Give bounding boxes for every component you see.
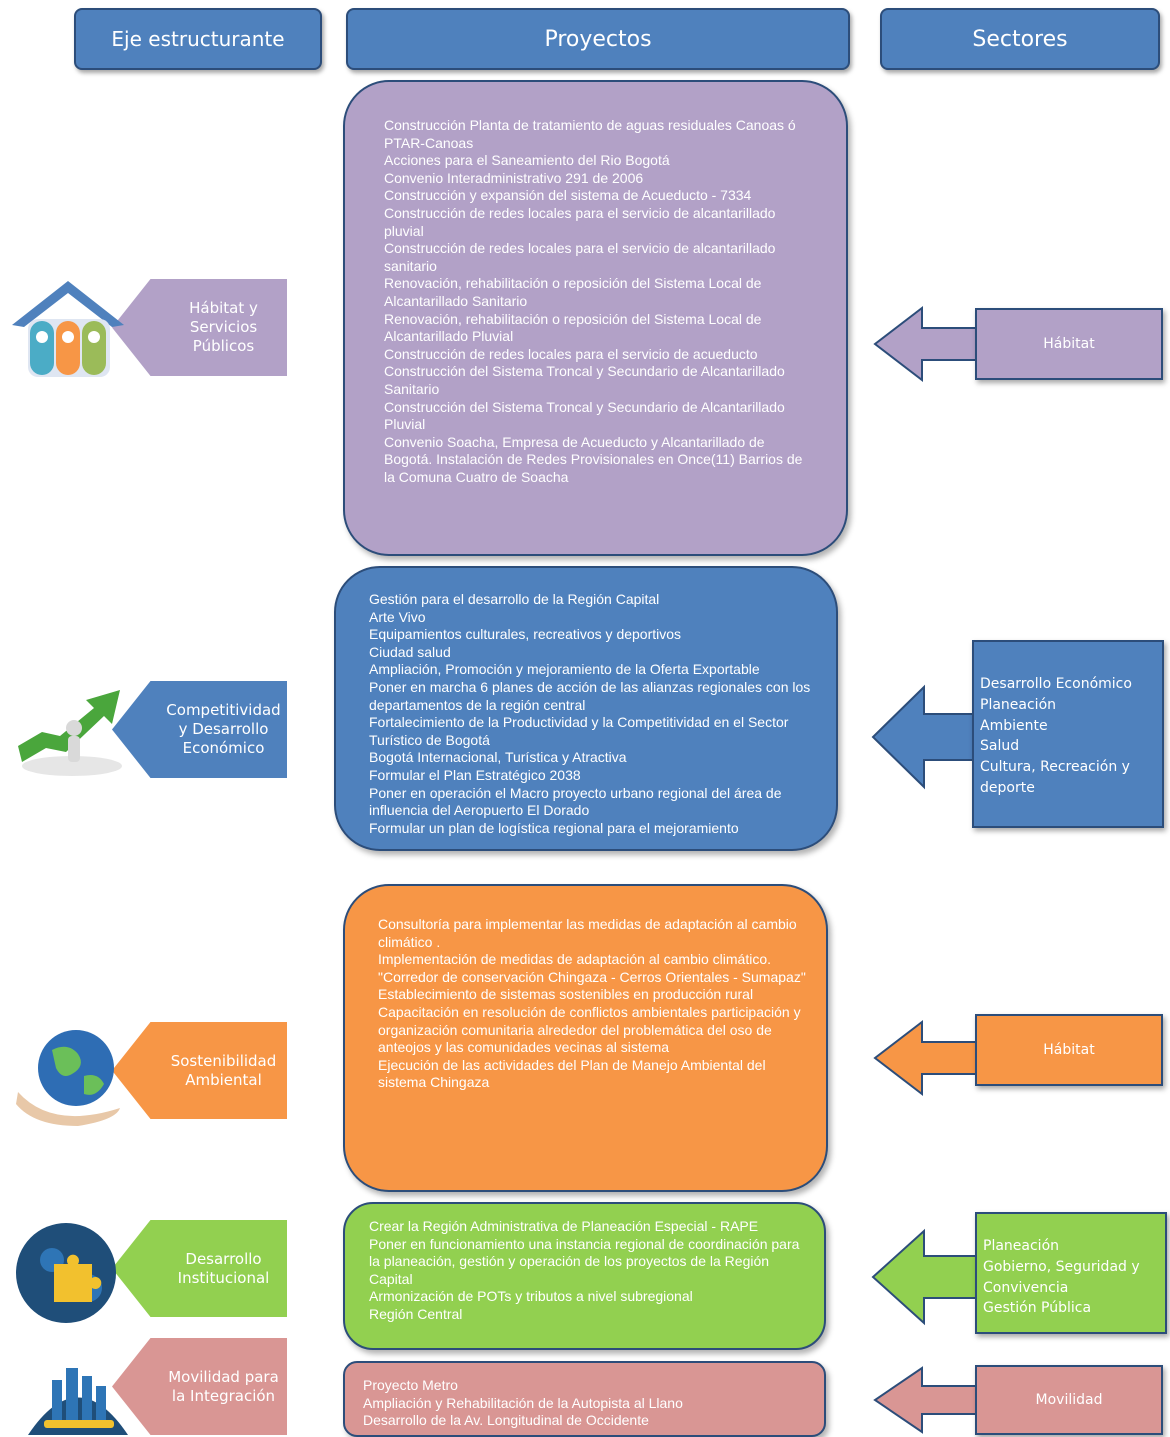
project-item: Formular el Plan Estratégico 2038 xyxy=(369,766,581,783)
project-item: Gestión para el desarrollo de la Región … xyxy=(369,591,660,607)
axis-tab-sostenibilidad xyxy=(112,1022,287,1119)
globe-in-hands-icon xyxy=(16,1030,120,1126)
sector-item: Gobierno, Seguridad y Convivencia xyxy=(983,1258,1140,1296)
header-proyectos: Proyectos xyxy=(346,8,850,70)
axis-tab-competitividad xyxy=(112,681,287,778)
arrow-left-movilidad xyxy=(873,1366,979,1434)
project-item: Ciudad salud xyxy=(369,643,451,660)
sector-list-institucional: Planeación Gobierno, Seguridad y Convive… xyxy=(983,1236,1161,1319)
projects-list-sostenibilidad: Consultoría para implementar las medidas… xyxy=(378,916,806,1092)
project-item: Fortalecimiento de la Productividad y la… xyxy=(369,714,789,748)
arrow-left-habitat xyxy=(873,305,979,383)
axis-label-institucional: Desarrollo Institucional xyxy=(177,1249,270,1287)
project-item: Construcción y expansión del sistema de … xyxy=(384,187,752,204)
arrow-left-competitividad xyxy=(871,684,977,790)
project-item: Construcción de redes locales para el se… xyxy=(384,204,776,239)
project-item: Convenio Soacha, Empresa de Acueducto y … xyxy=(384,433,803,485)
project-item: Arte Vivo xyxy=(369,608,426,625)
project-item: Construcción de redes locales para el se… xyxy=(384,240,776,274)
projects-box-competitividad: Gestión para el desarrollo de la Región … xyxy=(334,566,838,851)
projects-box-sostenibilidad: Consultoría para implementar las medidas… xyxy=(343,884,828,1192)
sector-box-institucional: Planeación Gobierno, Seguridad y Convive… xyxy=(975,1212,1167,1334)
sector-box-sostenibilidad: Hábitat xyxy=(975,1014,1163,1086)
project-item: Establecimiento de sistemas sostenibles … xyxy=(378,986,754,1003)
sector-item: Planeación xyxy=(980,696,1057,713)
project-item: Consultoría para implementar las medidas… xyxy=(378,916,797,950)
project-item: Proyecto Metro xyxy=(363,1377,458,1393)
puzzle-piece-icon xyxy=(16,1223,116,1323)
axis-label-habitat: Hábitat y Servicios Públicos xyxy=(189,299,258,355)
projects-box-institucional: Crear la Región Administrativa de Planea… xyxy=(343,1202,826,1350)
project-item: Ampliación, Promoción y mejoramiento de … xyxy=(369,661,760,678)
sector-item: Ambiente xyxy=(980,717,1048,734)
projects-box-habitat: Construcción Planta de tratamiento de ag… xyxy=(343,80,848,556)
header-eje-estructurante: Eje estructurante xyxy=(74,8,322,70)
axis-label-movilidad: Movilidad para la Integración xyxy=(168,1367,279,1405)
sector-item: Hábitat xyxy=(1043,1042,1095,1058)
project-item: Ejecución de las actividades del Plan de… xyxy=(378,1056,766,1091)
projects-list-competitividad: Gestión para el desarrollo de la Región … xyxy=(369,591,816,837)
project-item: Poner en marcha 6 planes de acción de la… xyxy=(369,678,811,713)
project-item: Bogotá Internacional, Turística y Atract… xyxy=(369,749,627,766)
axis-label-competitividad: Competitividad y Desarrollo Económico xyxy=(166,701,281,757)
project-item: Convenio Interadministrativo 291 de 2006 xyxy=(384,169,644,186)
project-item: Poner en funcionamiento una instancia re… xyxy=(369,1235,800,1287)
projects-list-movilidad: Proyecto Metro Ampliación y Rehabilitaci… xyxy=(363,1377,804,1430)
sector-item: Hábitat xyxy=(1043,336,1095,352)
sector-item: Movilidad xyxy=(1035,1392,1103,1408)
project-item: Región Central xyxy=(369,1305,463,1322)
axis-tab-movilidad xyxy=(112,1338,287,1435)
city-transit-icon xyxy=(28,1368,128,1435)
project-item: Desarrollo de la Av. Longitudinal de Occ… xyxy=(363,1412,649,1429)
project-item: "Corredor de conservación Chingaza - Cer… xyxy=(378,968,806,985)
project-item: Crear la Región Administrativa de Planea… xyxy=(369,1218,759,1234)
axis-tab-institucional xyxy=(112,1220,287,1317)
project-item: Renovación, rehabilitación o reposición … xyxy=(384,275,762,309)
sector-item: Salud xyxy=(980,738,1020,755)
project-item: Formular un plan de logística regional p… xyxy=(369,819,739,836)
projects-list-habitat: Construcción Planta de tratamiento de ag… xyxy=(384,117,816,486)
project-item: Poner en operación el Macro proyecto urb… xyxy=(369,784,782,819)
sector-item: Desarrollo Económico xyxy=(980,676,1132,692)
project-item: Armonización de POTs y tributos a nivel … xyxy=(369,1288,693,1305)
project-item: Construcción de redes locales para el se… xyxy=(384,345,758,362)
sector-box-habitat: Hábitat xyxy=(975,308,1163,380)
header-eje-label: Eje estructurante xyxy=(111,27,285,51)
projects-list-institucional: Crear la Región Administrativa de Planea… xyxy=(369,1218,804,1324)
arrow-left-sostenibilidad xyxy=(873,1019,979,1097)
header-proyectos-label: Proyectos xyxy=(544,26,652,52)
project-item: Implementación de medidas de adaptación … xyxy=(378,951,771,968)
project-item: Construcción del Sistema Troncal y Secun… xyxy=(384,363,785,397)
sector-item: Planeación xyxy=(983,1238,1060,1254)
project-item: Capacitación en resolución de conflictos… xyxy=(378,1003,801,1056)
sector-item: Cultura, Recreación y deporte xyxy=(980,759,1130,796)
arrow-left-institucional xyxy=(871,1228,977,1326)
project-item: Acciones para el Saneamiento del Rio Bog… xyxy=(384,152,670,169)
sector-list-competitividad: Desarrollo Económico Planeación Ambiente… xyxy=(980,674,1158,799)
project-item: Equipamientos culturales, recreativos y … xyxy=(369,626,682,643)
house-family-icon xyxy=(12,281,124,377)
header-sectores-label: Sectores xyxy=(972,26,1068,52)
growth-arrow-figure-icon xyxy=(18,690,122,776)
project-item: Construcción Planta de tratamiento de ag… xyxy=(384,117,796,151)
header-sectores: Sectores xyxy=(880,8,1160,70)
axis-tab-habitat xyxy=(112,279,287,376)
axis-label-sostenibilidad: Sostenibilidad Ambiental xyxy=(170,1051,277,1089)
project-item: Construcción del Sistema Troncal y Secun… xyxy=(384,398,785,433)
project-item: Renovación, rehabilitación o reposición … xyxy=(384,310,762,345)
project-item: Ampliación y Rehabilitación de la Autopi… xyxy=(363,1394,683,1411)
sector-item: Gestión Pública xyxy=(983,1300,1092,1317)
sector-box-competitividad: Desarrollo Económico Planeación Ambiente… xyxy=(972,640,1164,828)
projects-box-movilidad: Proyecto Metro Ampliación y Rehabilitaci… xyxy=(343,1361,826,1437)
sector-box-movilidad: Movilidad xyxy=(975,1365,1163,1435)
